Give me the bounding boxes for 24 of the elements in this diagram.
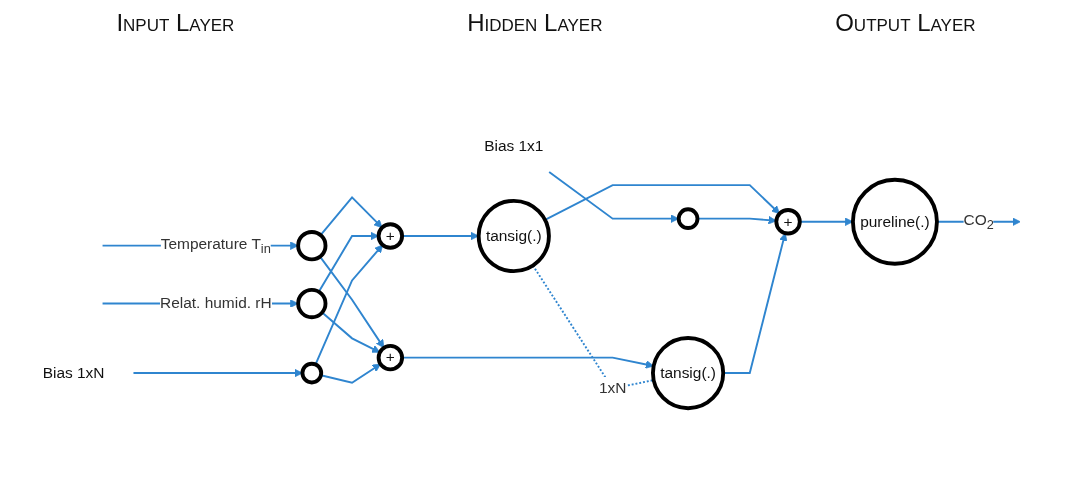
arrow [314, 244, 384, 366]
edge-label: Temperature T$_{in}$ [160, 235, 271, 256]
edge-label: CO$_{2}$ [963, 211, 994, 232]
node-circle: + [376, 222, 405, 250]
arrow [548, 170, 680, 223]
node-circle [676, 207, 700, 230]
edge-label: Relat. humid. rH [160, 294, 272, 312]
layer-heading: Output Layer [835, 9, 976, 37]
node-circle [300, 361, 324, 385]
node-circle [296, 287, 328, 320]
node-circle: + [376, 343, 405, 372]
node-circle: tansig(.) [476, 198, 551, 274]
node-circle: pureline(.) [851, 177, 939, 266]
layer-heading: Hidden Layer [467, 9, 603, 37]
arrow [319, 255, 385, 349]
arrow [321, 311, 381, 353]
node-circle: tansig(.) [651, 336, 726, 411]
arrow [319, 195, 383, 237]
node-text: Bias 1xN [42, 364, 105, 381]
node-circle: + [774, 208, 802, 236]
node-text: Bias 1x1 [484, 137, 544, 154]
edge-label: 1xN [598, 379, 627, 397]
node-circle [296, 230, 328, 262]
layer-heading: Input Layer [116, 9, 235, 37]
